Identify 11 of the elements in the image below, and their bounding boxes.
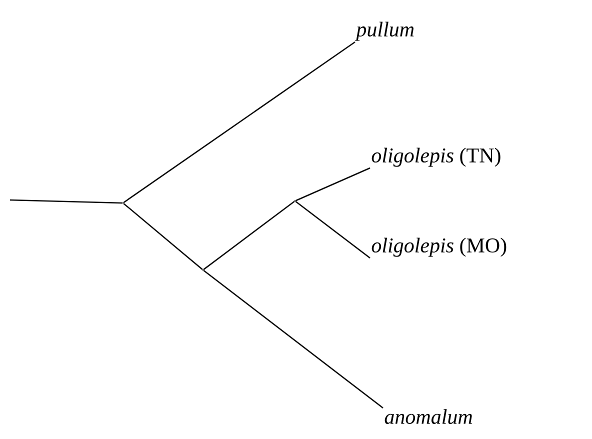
tree-branch <box>123 203 203 270</box>
taxon-label: pullum <box>354 22 414 41</box>
tree-branch <box>296 167 370 202</box>
tree-branch <box>10 199 122 204</box>
taxon-label: anomalum <box>384 409 472 424</box>
tree-branch <box>123 41 356 203</box>
tree-branch <box>295 201 370 258</box>
tree-branch <box>203 201 295 270</box>
tree-branch <box>203 270 384 408</box>
taxon-label: oligolepis (MO) <box>372 238 506 257</box>
taxon-label: oligolepis (TN) <box>372 148 500 167</box>
